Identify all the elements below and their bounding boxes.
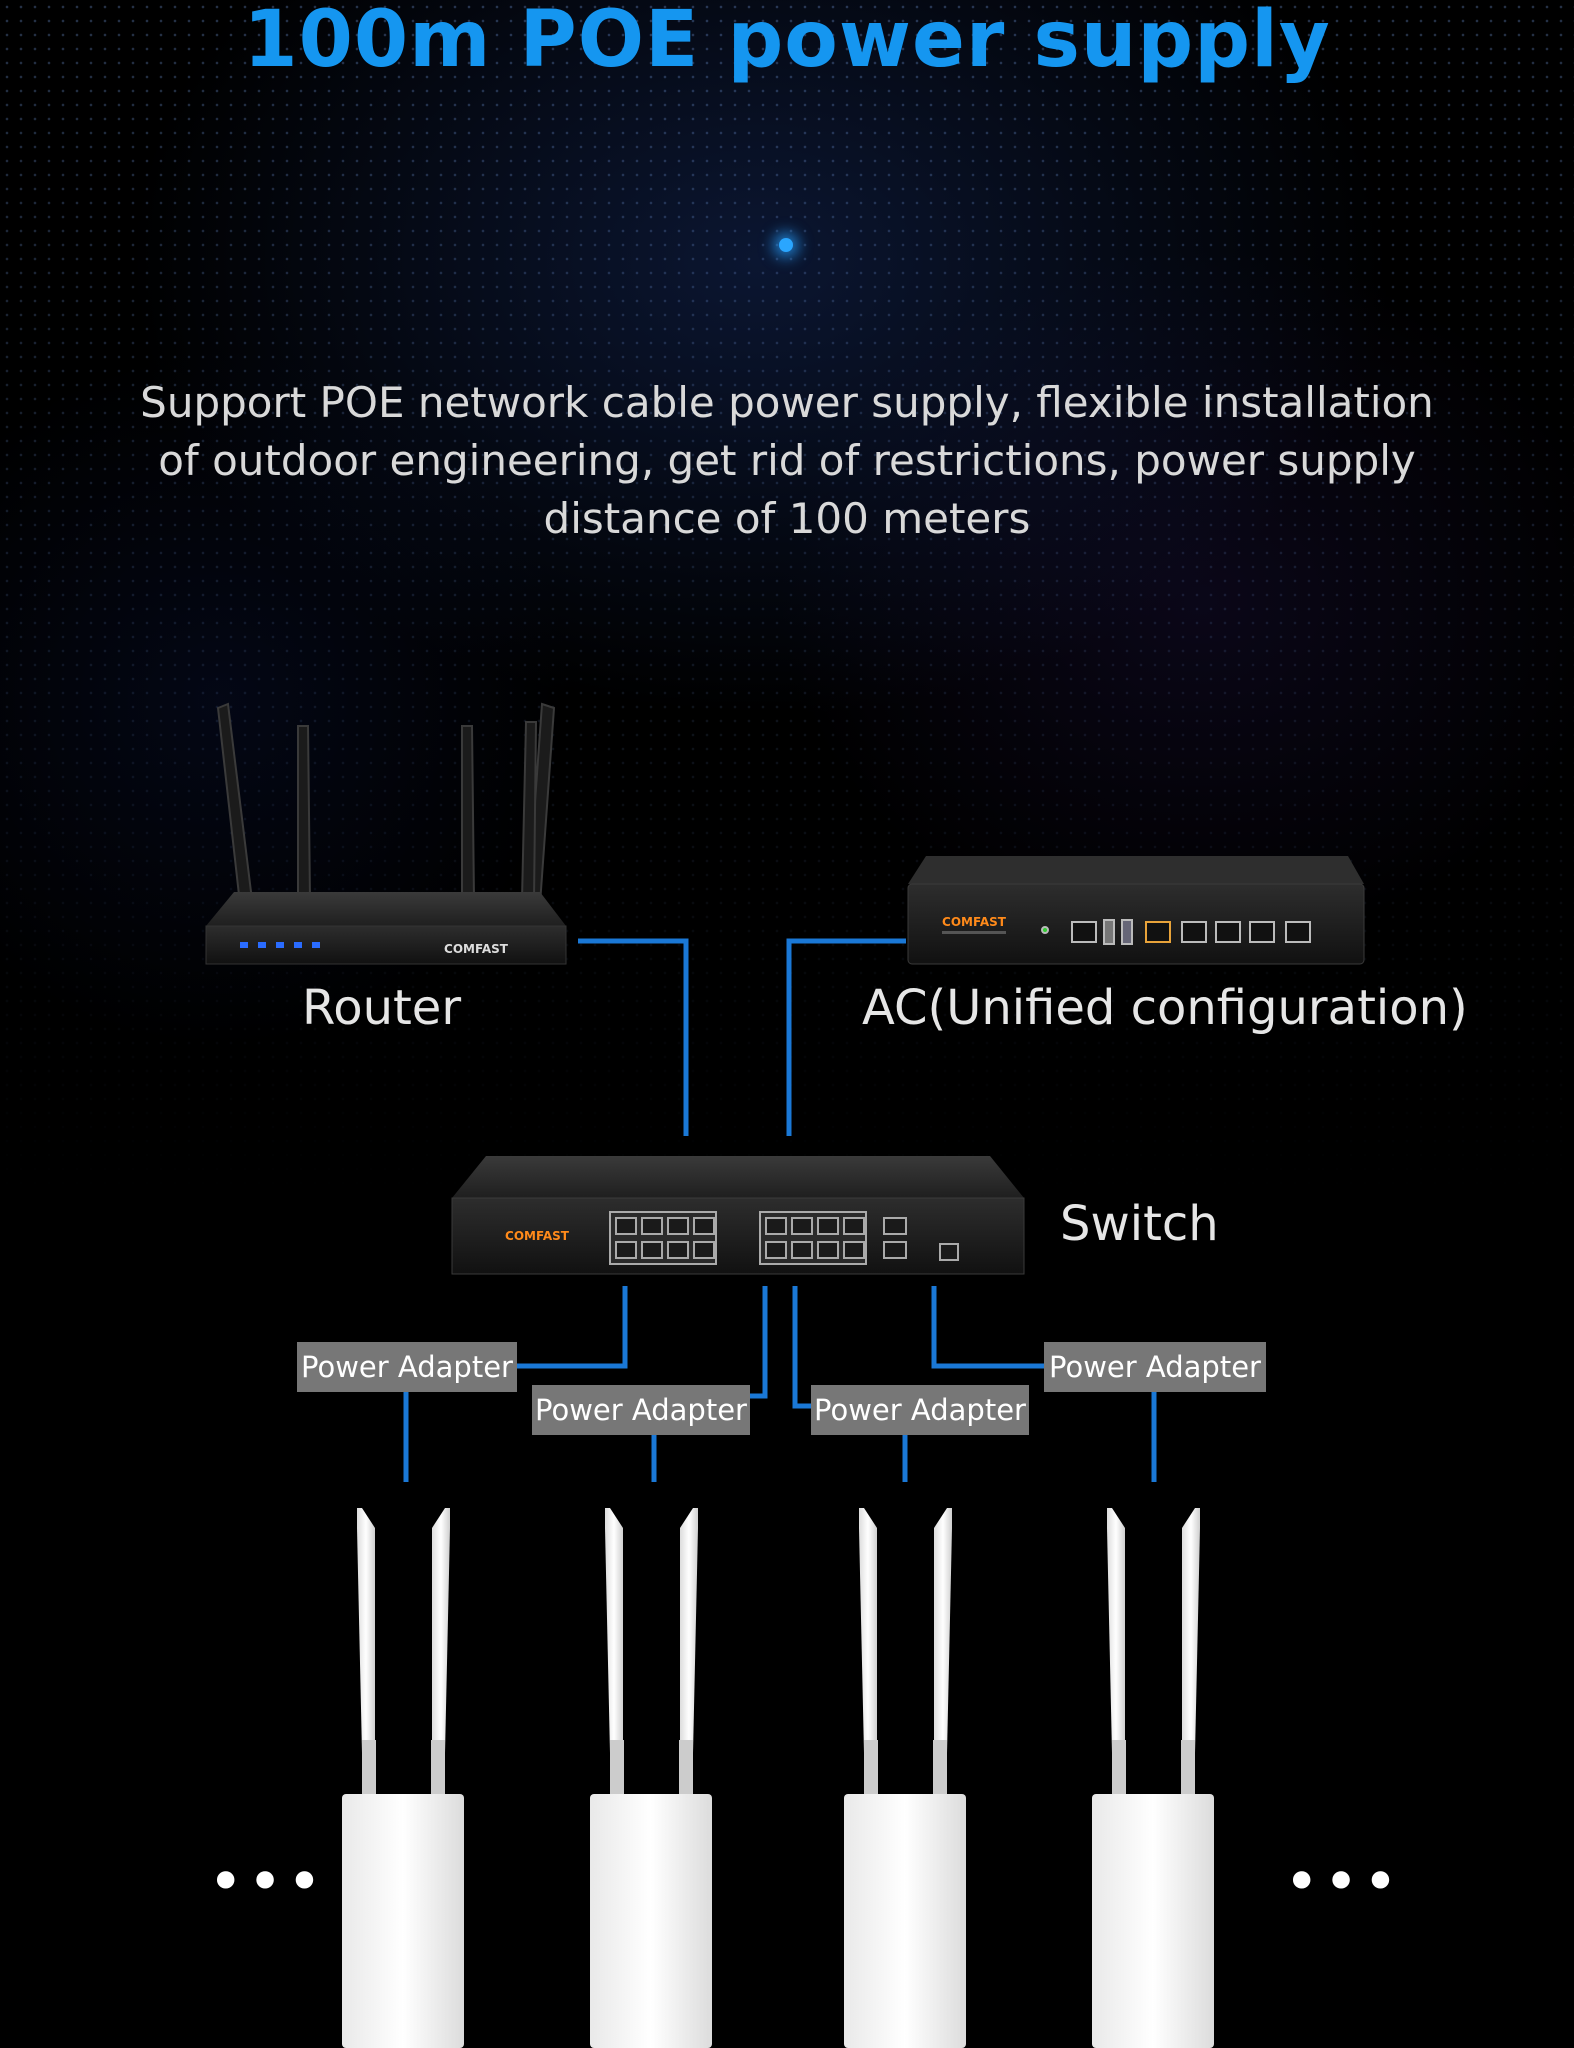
router-leds: [240, 942, 320, 948]
link-router-switch: [578, 938, 689, 1136]
ap-antenna: [357, 1508, 375, 1798]
switch-brand: COMFAST: [505, 1229, 570, 1243]
ac-label: AC(Unified configuration): [862, 980, 1468, 1036]
power-adapter-1: Power Adapter: [297, 1342, 517, 1392]
ap-body: [342, 1794, 464, 2048]
link-switch-adapter-3: [792, 1286, 812, 1409]
power-adapter-2: Power Adapter: [532, 1385, 750, 1435]
router-antenna: [297, 725, 312, 901]
power-adapter-3: Power Adapter: [811, 1385, 1029, 1435]
switch-label: Switch: [1060, 1196, 1219, 1252]
page-description: Support POE network cable power supply, …: [140, 378, 1434, 543]
ap-antenna: [934, 1508, 952, 1798]
switch-device: COMFAST: [451, 1156, 1025, 1275]
switch-body: [451, 1197, 1025, 1275]
power-adapter-4: Power Adapter: [1044, 1342, 1266, 1392]
router-antenna: [520, 721, 538, 901]
ap-antenna: [432, 1508, 450, 1798]
router-brand: COMFAST: [444, 942, 509, 956]
access-point: [590, 1508, 712, 2048]
ac-brand: COMFAST: [942, 915, 1007, 929]
link-ac-switch: [786, 938, 906, 1136]
switch-top: [452, 1156, 1024, 1198]
ap-antenna: [859, 1508, 877, 1798]
router-antenna: [216, 702, 254, 906]
router-top: [206, 892, 566, 926]
router-device: COMFAST: [205, 702, 567, 965]
more-devices-left: •••: [208, 1847, 327, 1917]
ap-body: [590, 1794, 712, 2048]
ac-device: COMFAST: [907, 856, 1365, 965]
switch-ports: [609, 1211, 959, 1265]
link-lines: [403, 938, 1157, 1482]
access-point: [342, 1508, 464, 2048]
ap-antenna: [1107, 1508, 1125, 1798]
ac-brand-underline: [942, 931, 1006, 934]
ac-top: [908, 856, 1364, 884]
ac-ports: [1041, 919, 1311, 945]
ap-body: [1092, 1794, 1214, 2048]
link-switch-adapter-4: [931, 1286, 1045, 1369]
link-switch-adapter-1: [516, 1286, 628, 1369]
ap-antenna: [1182, 1508, 1200, 1798]
access-point: [1092, 1508, 1214, 2048]
page-title: 100m POE power supply: [243, 0, 1331, 85]
ac-body: [907, 883, 1365, 965]
access-point: [844, 1508, 966, 2048]
ap-body: [844, 1794, 966, 2048]
more-devices-right: •••: [1284, 1847, 1403, 1917]
router-antenna: [461, 725, 476, 901]
link-switch-adapter-2: [748, 1286, 768, 1399]
glow-dot: [779, 238, 793, 252]
ap-antenna: [605, 1508, 623, 1798]
router-label: Router: [302, 980, 462, 1036]
ap-antenna: [680, 1508, 698, 1798]
